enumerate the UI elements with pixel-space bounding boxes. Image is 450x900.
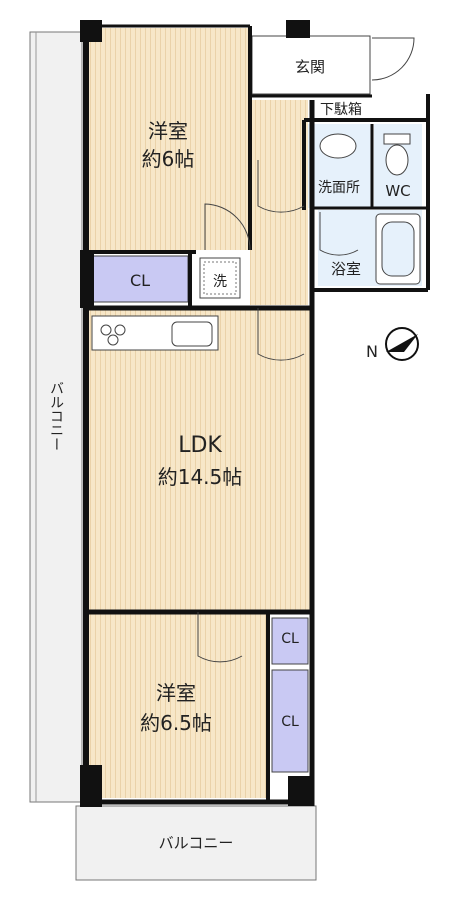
stove-icon <box>100 324 112 336</box>
room-shoe-box-label: 下駄箱 <box>320 102 362 118</box>
ldk-room <box>88 308 310 610</box>
room-washroom-label: 洗面所 <box>318 180 360 196</box>
balcony-bottom-label: バルコニー <box>159 834 234 852</box>
toilet-icon <box>383 133 411 145</box>
room-western-2-name: 洋室 <box>156 681 196 705</box>
compass-north-label: N <box>366 342 378 361</box>
washer-space <box>199 257 241 299</box>
closet-1-label: CL <box>130 271 150 290</box>
closet-3-label: CL <box>281 714 299 730</box>
room-western-1-name: 洋室 <box>148 119 188 143</box>
hallway <box>250 100 308 305</box>
room-wc-label: WC <box>385 182 410 200</box>
western-room-2 <box>88 614 268 798</box>
balcony-side <box>29 31 83 803</box>
entrance-area <box>251 35 371 95</box>
room-western-1-size: 約6帖 <box>142 147 195 171</box>
closet-1 <box>91 255 189 303</box>
room-western-2-size: 約6.5帖 <box>140 711 212 735</box>
balcony-side-label: バルコニー <box>48 381 64 451</box>
washer-label: 洗 <box>213 274 227 290</box>
room-ldk-size: 約14.5帖 <box>158 465 243 489</box>
walls <box>83 22 430 806</box>
washbasin-icon <box>319 133 357 159</box>
room-entrance-label: 玄関 <box>295 58 325 76</box>
doors <box>197 37 415 663</box>
closet-2 <box>271 617 309 665</box>
closet-2-label: CL <box>281 631 299 647</box>
room-bath-label: 浴室 <box>331 260 361 278</box>
room-ldk-name: LDK <box>178 433 222 458</box>
western-room-1 <box>88 28 250 250</box>
sink-icon <box>171 321 213 347</box>
closet-3 <box>271 669 309 773</box>
compass-icon <box>385 327 419 361</box>
balcony-bottom <box>75 805 317 881</box>
